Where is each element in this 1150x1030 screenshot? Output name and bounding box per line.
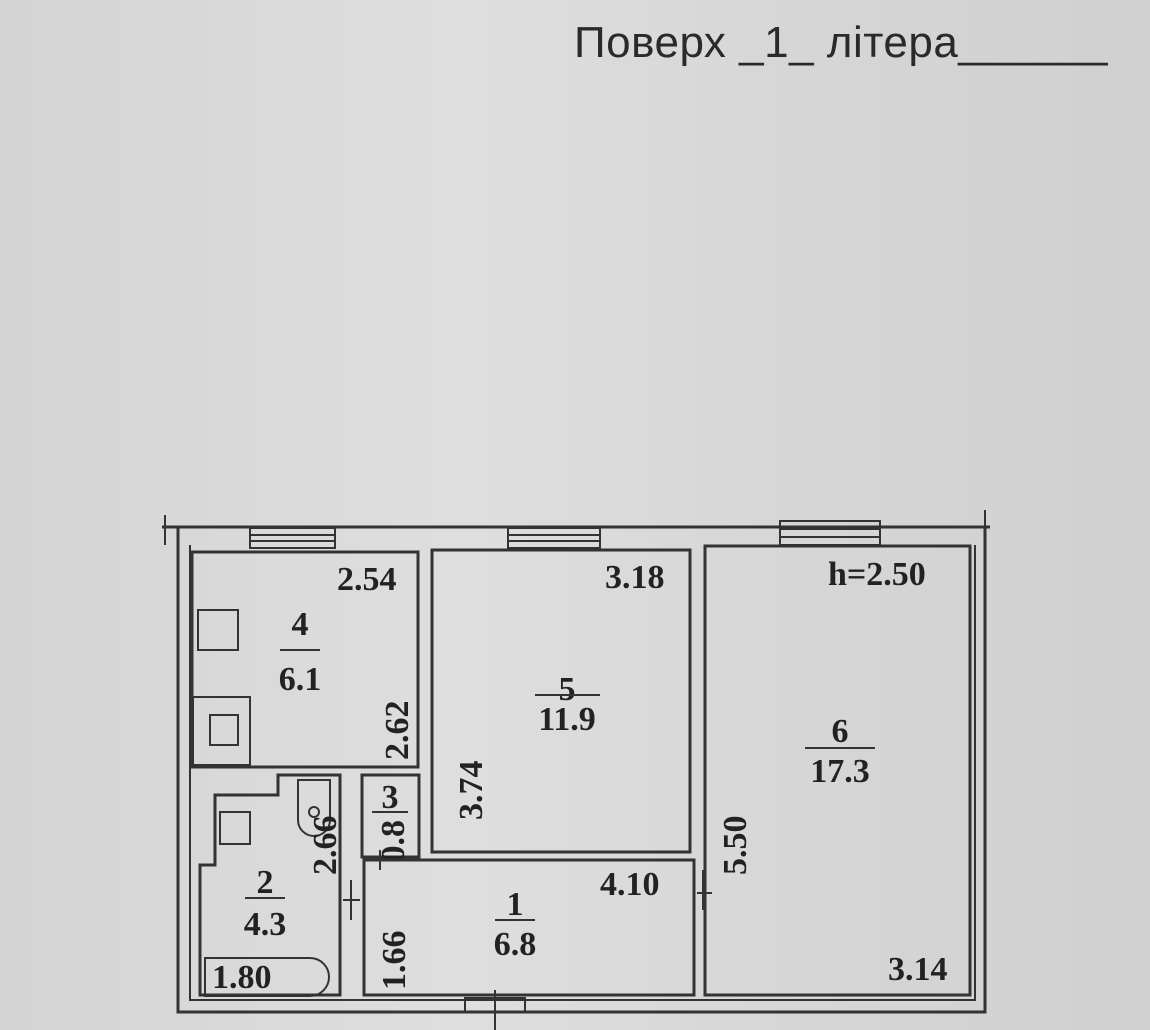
room-dimension: 3.14	[888, 951, 948, 988]
room-area: 6.1	[279, 661, 322, 698]
window	[249, 527, 336, 549]
floor-label: Поверх _1_ літера______	[574, 18, 1109, 67]
room-number: 3	[382, 779, 399, 816]
sink-cabinet-icon	[192, 696, 251, 766]
window	[507, 527, 601, 549]
room-number: 5	[559, 671, 576, 708]
toilet-icon	[297, 779, 331, 837]
room-1: 1 6.8 4.10 1.66	[362, 858, 696, 997]
window	[779, 520, 881, 546]
door-markers	[343, 850, 712, 920]
room-3: 3 0.8	[360, 773, 421, 863]
room-dimension: 2.66	[307, 816, 344, 876]
bathtub-icon	[204, 957, 330, 997]
room-4: 4 6.1 2.54 2.62	[190, 550, 420, 769]
room-dimension: 3.74	[453, 761, 490, 821]
washbasin-icon	[219, 811, 251, 845]
room-dimension: 1.66	[376, 931, 413, 991]
room-area: 0.8	[375, 820, 412, 863]
room-number: 1	[507, 886, 524, 923]
ceiling-height: h=2.50	[828, 556, 926, 593]
room-2: 2 4.3 2.66 1.80	[198, 773, 344, 997]
room-number: 4	[292, 606, 309, 643]
room-dimension: 2.62	[379, 701, 416, 761]
room-number: 6	[832, 713, 849, 750]
room-dimension: 1.80	[212, 959, 272, 996]
room-area: 11.9	[538, 701, 596, 738]
stove-icon	[197, 609, 239, 651]
room-6: 6 17.3 h=2.50 5.50 3.14	[703, 544, 972, 997]
room-dimension: 2.54	[337, 561, 397, 598]
room-5: 5 11.9 3.18 3.74	[430, 548, 692, 854]
room-dimension: 5.50	[717, 816, 754, 876]
room-dimension: 3.18	[605, 559, 665, 596]
entrance-door	[464, 990, 526, 1030]
room-area: 4.3	[244, 906, 287, 943]
room-area: 6.8	[494, 926, 537, 963]
room-area: 17.3	[810, 753, 870, 790]
room-number: 2	[257, 864, 274, 901]
room-dimension: 4.10	[600, 866, 660, 903]
